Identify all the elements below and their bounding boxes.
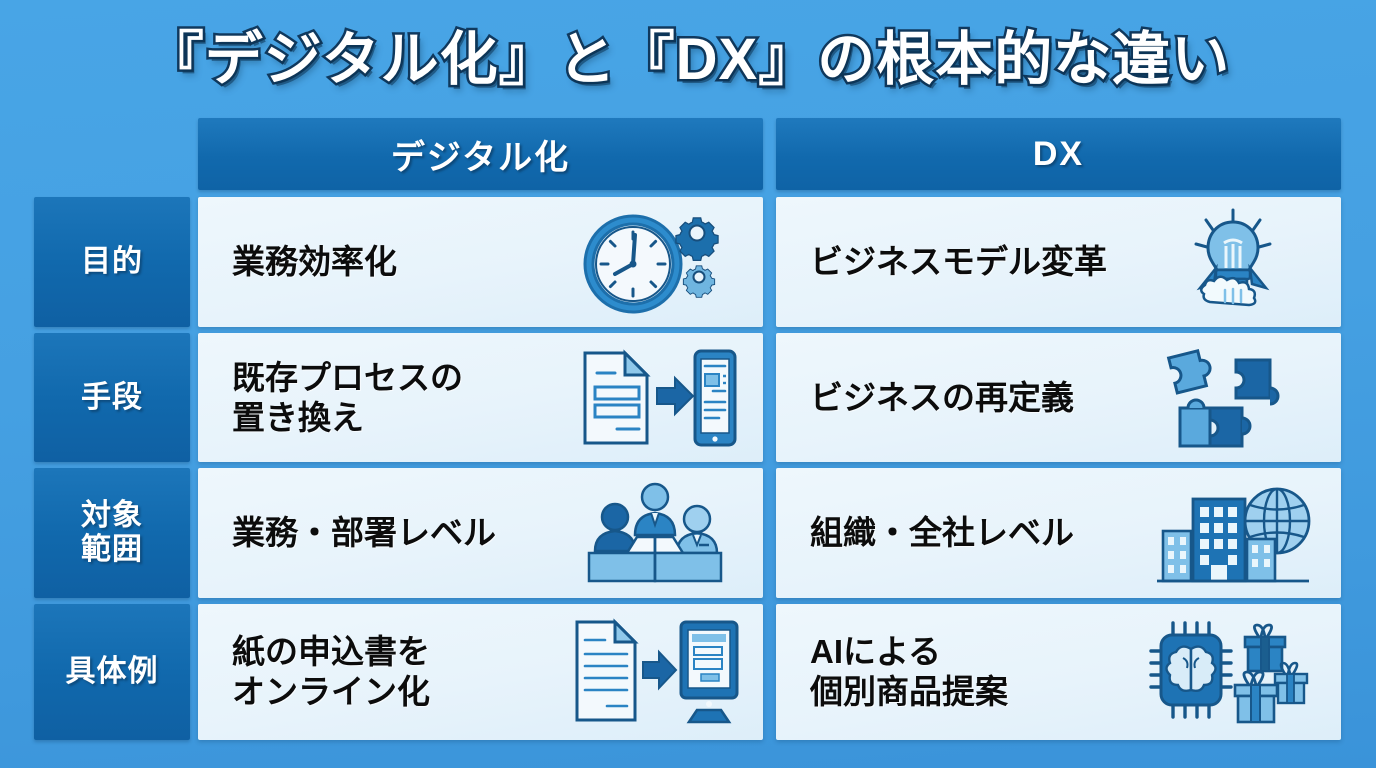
cell-purpose-dx: ビジネスモデル変革 [776, 197, 1341, 327]
gutter [34, 190, 190, 197]
cell-example-digitization: 紙の申込書を オンライン化 [198, 604, 763, 740]
document-to-tablet-icon [571, 342, 739, 454]
ai-chip-gifts-icon [1149, 616, 1317, 728]
column-header-label: DX [1032, 134, 1085, 173]
buildings-globe-icon [1149, 477, 1317, 589]
row-label-example: 具体例 [34, 604, 190, 740]
row-label-purpose: 目的 [34, 197, 190, 327]
cell-text: 組織・全社レベル [810, 514, 1074, 552]
cell-purpose-digitization: 業務効率化 [198, 197, 763, 327]
column-header-label: デジタル化 [390, 138, 571, 177]
page-title: 『デジタル化』と『DX』の根本的な違い [143, 25, 1231, 95]
table-corner-cell [34, 118, 190, 190]
cell-text: AIによる 個別商品提案 [810, 633, 1008, 710]
cell-text: 業務効率化 [232, 243, 397, 281]
row-label-text: 手段 [81, 380, 143, 414]
gutter [190, 468, 198, 598]
gutter [763, 604, 776, 740]
gutter [190, 190, 198, 197]
row-label-scope: 対象 範囲 [34, 468, 190, 598]
cell-text: 紙の申込書を オンライン化 [232, 633, 430, 710]
comparison-table: デジタル化 DX 目的 業務効率化 [34, 118, 1342, 746]
cell-text: 既存プロセスの 置き換え [232, 358, 463, 436]
gutter [763, 197, 776, 327]
puzzle-pieces-icon [1149, 342, 1317, 454]
column-header-dx: DX [776, 118, 1341, 190]
clock-gears-icon [571, 206, 739, 318]
cell-text: ビジネスモデル変革 [810, 243, 1107, 281]
cell-scope-dx: 組織・全社レベル [776, 468, 1341, 598]
cell-means-dx: ビジネスの再定義 [776, 333, 1341, 462]
paper-to-monitor-icon [571, 616, 739, 728]
gutter [763, 468, 776, 598]
cell-text: ビジネスの再定義 [810, 378, 1074, 416]
row-label-means: 手段 [34, 333, 190, 462]
title-bar: 『デジタル化』と『DX』の根本的な違い [0, 0, 1376, 108]
gutter [763, 190, 776, 197]
gutter [763, 118, 776, 190]
cell-example-dx: AIによる 個別商品提案 [776, 604, 1341, 740]
row-label-text: 目的 [81, 245, 143, 279]
gutter [763, 333, 776, 462]
gutter [190, 333, 198, 462]
row-label-text: 対象 範囲 [81, 499, 143, 566]
column-header-digitization: デジタル化 [198, 118, 763, 190]
gutter [190, 197, 198, 327]
gutter [190, 604, 198, 740]
team-desk-icon [571, 477, 739, 589]
row-label-text: 具体例 [65, 655, 159, 689]
lightbulb-rocket-icon [1149, 206, 1317, 318]
cell-text: 業務・部署レベル [232, 514, 496, 552]
gutter [198, 190, 763, 197]
cell-scope-digitization: 業務・部署レベル [198, 468, 763, 598]
gutter [190, 118, 198, 190]
gutter [776, 190, 1341, 197]
cell-means-digitization: 既存プロセスの 置き換え [198, 333, 763, 462]
